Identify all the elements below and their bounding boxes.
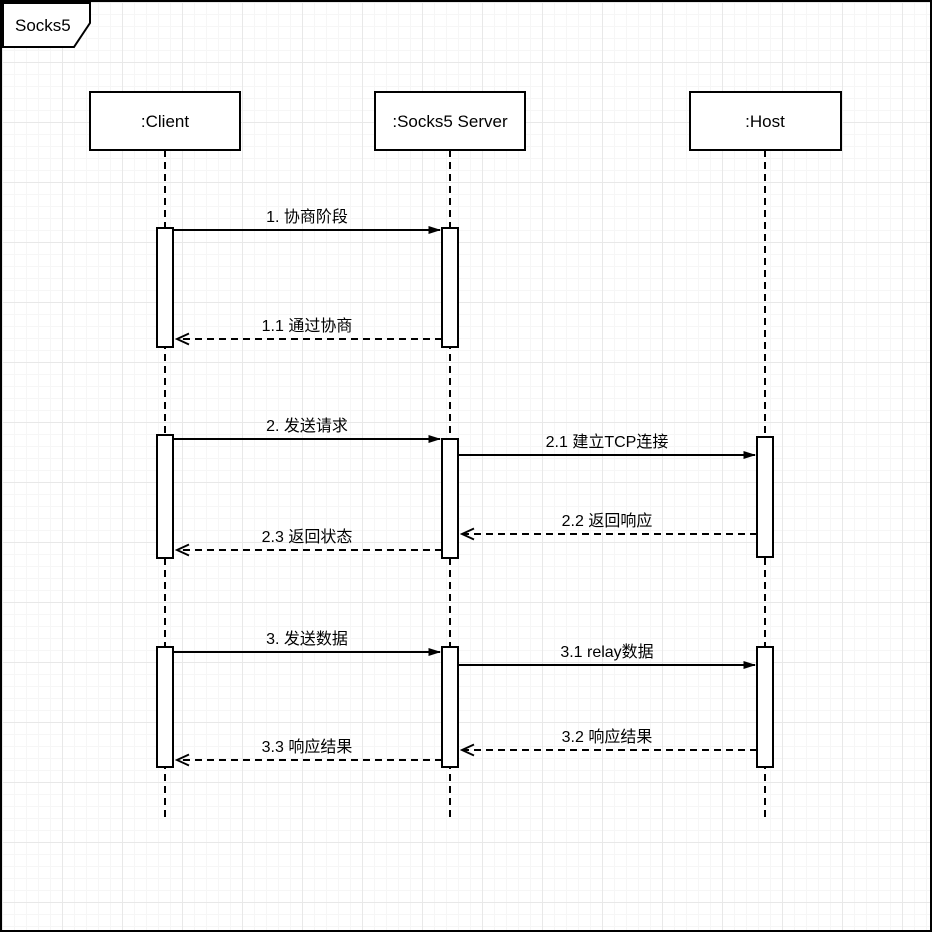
message-3-1: 3.1 relay数据 [458, 643, 756, 669]
activation-client-1 [156, 227, 174, 348]
participant-host: :Host [689, 91, 842, 151]
participant-socks5-server: :Socks5 Server [374, 91, 526, 151]
message-3-label: 3. 发送数据 [266, 630, 348, 648]
activation-client-3 [156, 646, 174, 768]
frame-tab-shape [2, 2, 91, 48]
frame-title: Socks5 [15, 16, 71, 35]
message-2-2-label: 2.2 返回响应 [562, 511, 653, 530]
participant-socks5-server-label: :Socks5 Server [392, 112, 508, 131]
message-2-3: 2.3 返回状态 [178, 528, 442, 550]
message-2-1-label: 2.1 建立TCP连接 [546, 433, 669, 451]
participant-socks5-server-box [374, 91, 526, 151]
participant-client-box [89, 91, 241, 151]
participant-client: :Client [89, 91, 241, 151]
activation-host-3 [756, 646, 774, 768]
message-3-3: 3.3 响应结果 [178, 737, 442, 760]
message-3-2-label: 3.2 响应结果 [562, 727, 653, 746]
participant-host-box [689, 91, 842, 151]
frame-title-tab: Socks5 [2, 2, 91, 48]
message-3-2: 3.2 响应结果 [463, 727, 757, 750]
participant-host-label: :Host [745, 112, 785, 131]
activation-server-3 [441, 646, 459, 768]
message-2-2: 2.2 返回响应 [463, 511, 757, 534]
message-3-1-label: 3.1 relay数据 [560, 643, 653, 661]
message-3: 3. 发送数据 [173, 630, 441, 656]
message-1-1: 1.1 通过协商 [178, 317, 442, 339]
activation-client-2 [156, 434, 174, 559]
message-2-1: 2.1 建立TCP连接 [458, 433, 756, 459]
message-1-1-label: 1.1 通过协商 [262, 317, 353, 335]
message-1: 1. 协商阶段 [173, 208, 441, 234]
activation-server-2 [441, 438, 459, 559]
activation-host-2 [756, 436, 774, 558]
message-2: 2. 发送请求 [173, 417, 441, 443]
activation-server-1 [441, 227, 459, 348]
message-2-label: 2. 发送请求 [266, 417, 348, 435]
participant-client-label: :Client [141, 112, 189, 131]
message-2-3-label: 2.3 返回状态 [262, 528, 353, 546]
message-3-3-label: 3.3 响应结果 [262, 737, 353, 756]
message-1-label: 1. 协商阶段 [266, 208, 348, 226]
